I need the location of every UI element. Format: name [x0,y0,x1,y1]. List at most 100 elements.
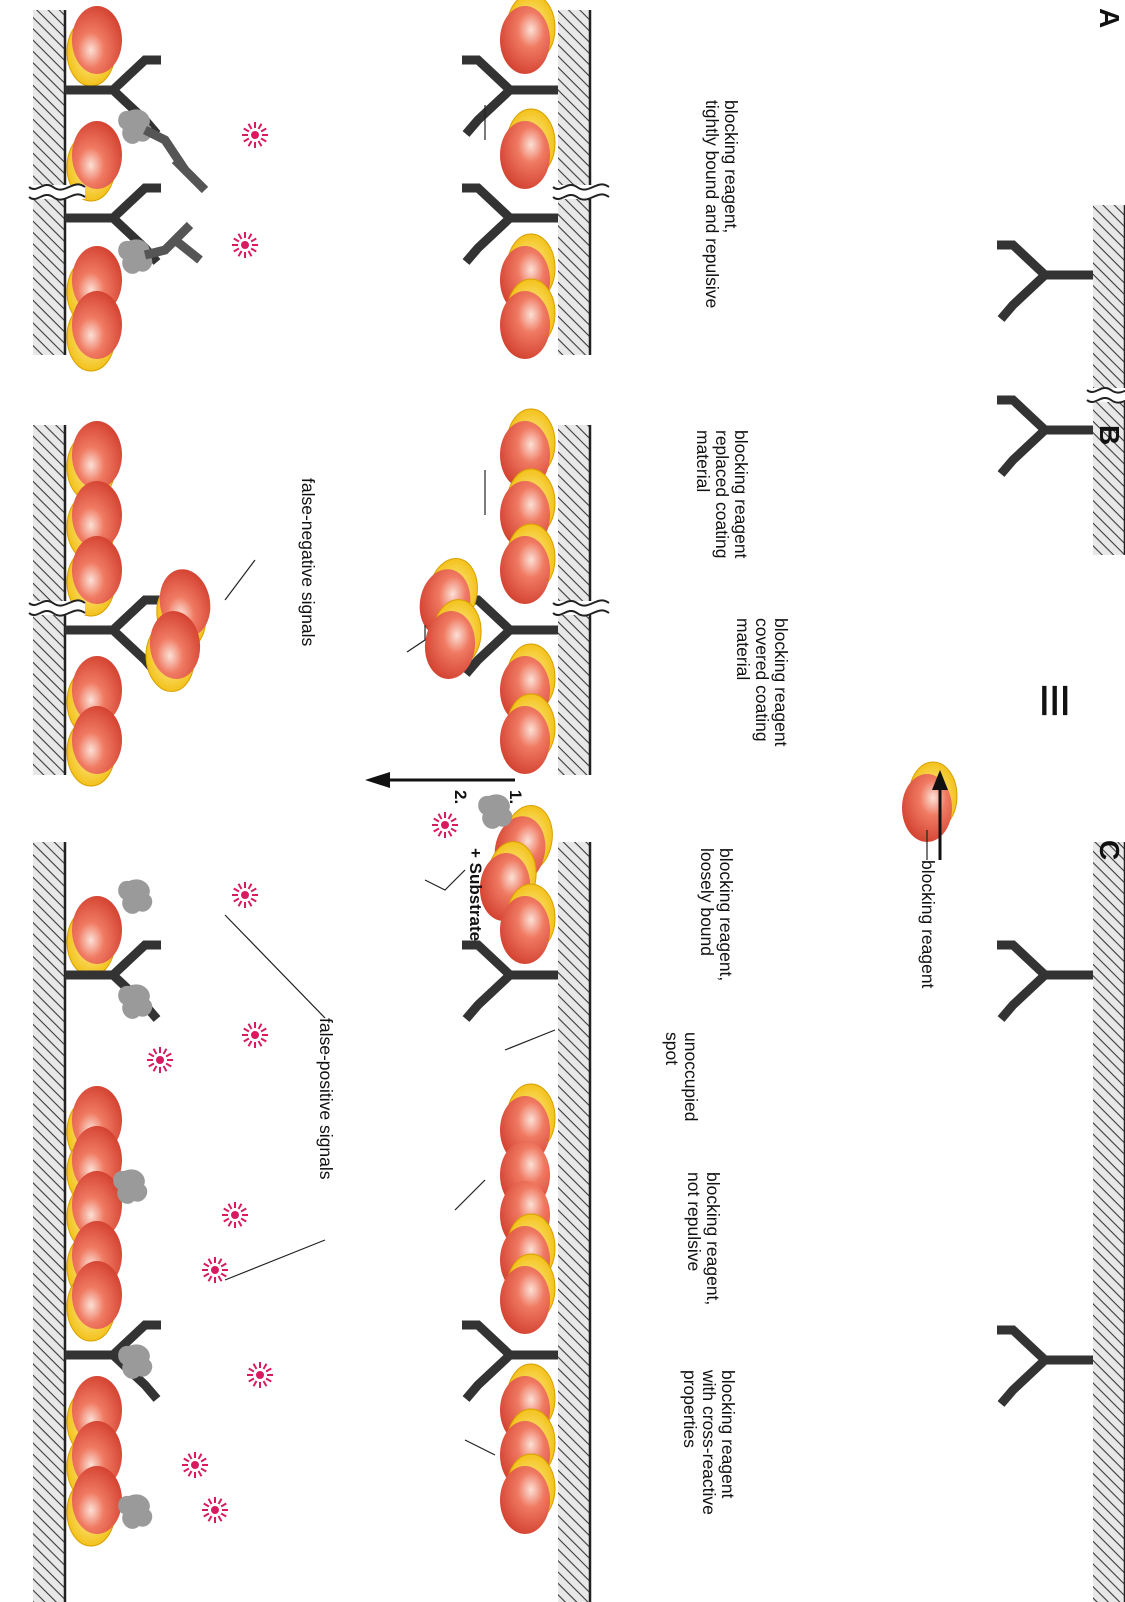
burst-ray [249,1024,252,1029]
break-gap [553,185,609,199]
burst-ray [154,1049,157,1054]
burst-ray [149,1064,154,1067]
blocking-reagent-icon [500,0,555,74]
antibody-arm [997,400,1093,474]
surface [1093,205,1125,555]
surface-break-icon [553,184,609,199]
enzyme-core [191,1461,199,1469]
leader-line [425,870,465,890]
blocking-reagent-legend-label: blocking reagent [918,860,937,988]
capture-antibody-icon [997,1330,1093,1404]
reagent-core [500,1266,550,1334]
enzyme-core [251,1031,259,1039]
enzyme-core [156,1056,164,1064]
burst-ray [219,1276,222,1281]
burst-ray [239,1221,242,1226]
burst-ray [439,831,442,836]
burst-ray [261,129,266,132]
burst-ray [259,141,262,146]
burst-ray [184,1469,189,1472]
burst-ray [249,884,252,889]
antigen-blob [118,984,152,1019]
reagent-core [72,1261,122,1329]
reagent-core [500,6,550,74]
reagent-core [72,896,122,964]
burst-ray [261,139,266,142]
burst-ray [209,1276,212,1281]
enzyme-core [441,821,449,829]
signal-burst-icon [202,1497,228,1523]
blocking-reagent-icon [500,109,555,189]
burst-ray [239,1204,242,1209]
reagent-core [500,896,550,964]
surface [558,10,590,355]
surface [1093,842,1125,1602]
surface-break-icon [553,600,609,615]
antigen-blob [118,1494,152,1529]
leader-line [225,915,325,1018]
label-covered-coating: blocking reagent covered coating materia… [733,618,790,746]
surface [558,842,590,1602]
burst-ray [244,139,249,142]
burst-ray [209,1259,212,1264]
leader-line [225,1240,325,1280]
enzyme-core [231,1211,239,1219]
signal-burst-icon [242,1022,268,1048]
section-b-label: B [1093,425,1125,445]
enzyme-core [256,1371,264,1379]
burst-ray [229,1221,232,1226]
break-gap [29,185,85,199]
detection-antibody-icon [145,225,200,260]
antibody-arm [997,945,1093,1019]
burst-ray [209,1499,212,1504]
antigen-blob [118,1344,152,1379]
enzyme-core [241,891,249,899]
reagent-core [72,6,122,74]
leader-line [465,1440,495,1455]
antigen-icon [118,984,152,1019]
burst-ray [249,124,252,129]
section-a-label: A [1093,8,1125,28]
burst-ray [241,1209,246,1212]
burst-ray [221,1274,226,1277]
break-gap [29,601,85,615]
burst-ray [244,1029,249,1032]
capture-antibody-icon [997,400,1093,474]
burst-ray [251,239,256,242]
burst-ray [259,1041,262,1046]
surface-break-icon [29,184,85,199]
surface [33,842,65,1602]
enzyme-core [211,1266,219,1274]
reagent-core [500,536,550,604]
burst-ray [219,1259,222,1264]
signal-burst-icon [432,812,458,838]
burst-ray [239,234,242,239]
signal-burst-icon [247,1362,273,1388]
step-1-label: 1. [505,790,525,804]
burst-ray [249,1379,254,1382]
burst-ray [261,1029,266,1032]
surface-break-icon [29,600,85,615]
burst-ray [251,889,256,892]
burst-ray [199,1471,202,1476]
burst-ray [261,1039,266,1042]
burst-ray [221,1504,226,1507]
signal-burst-icon [232,232,258,258]
burst-ray [199,1454,202,1459]
burst-ray [244,129,249,132]
signal-burst-icon [202,1257,228,1283]
burst-ray [266,1379,271,1382]
equivalence-symbol: ≡ [1025,683,1085,718]
burst-ray [204,1274,209,1277]
leader-line [455,1180,485,1210]
burst-ray [201,1459,206,1462]
burst-ray [264,1381,267,1386]
label-false-negative: false-negative signals [298,478,317,646]
burst-ray [239,251,242,256]
signal-burst-icon [147,1047,173,1073]
leader-line [225,560,255,600]
label-not-repulsive: blocking reagent, not repulsive [684,1172,722,1305]
label-false-positive: false-positive signals [316,1018,335,1179]
